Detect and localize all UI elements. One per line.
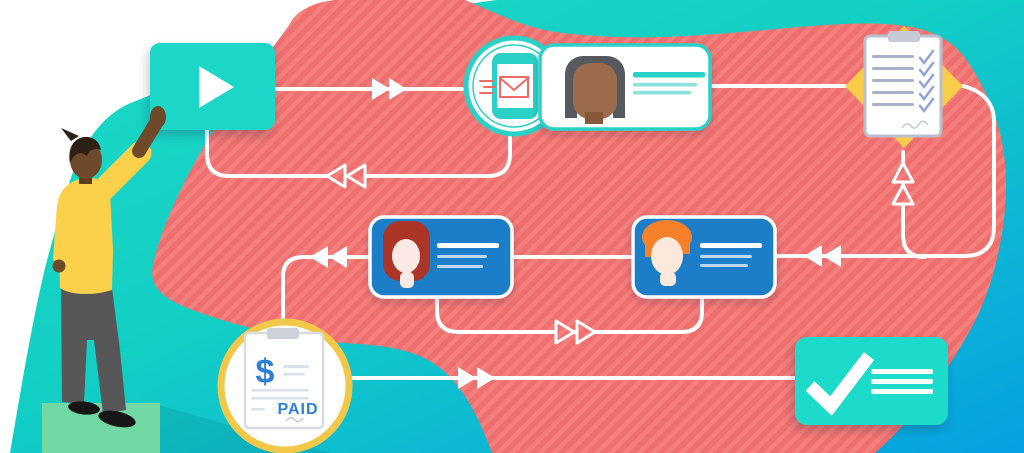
- contact-a-text-lines: [633, 72, 705, 95]
- person-raised-arm-sleeve: [88, 141, 152, 205]
- done-text-lines: [871, 369, 933, 394]
- person-shoe: [98, 410, 136, 428]
- node-done: [795, 337, 948, 425]
- checkmark-icon: [805, 352, 875, 416]
- arrow-left-icon: [329, 246, 347, 268]
- invoice-clipboard-icon: $ PAID: [243, 328, 325, 430]
- arrow-right-icon: [389, 78, 407, 100]
- play-icon: [199, 66, 234, 108]
- arrow-right-icon: [477, 367, 495, 389]
- arrow-up-outline-icon: [891, 161, 915, 184]
- edge-approval-to-contact-b: [775, 84, 996, 258]
- avatar-gray-hair-man: [565, 56, 625, 124]
- hollow-arrowheads: [325, 161, 915, 345]
- node-contact-b: [631, 215, 777, 299]
- arrow-right-icon: [458, 367, 476, 389]
- pedestal: [42, 403, 160, 453]
- signature-squiggle: [901, 120, 929, 129]
- person-left-hand: [52, 259, 66, 273]
- arrow-left-icon: [310, 246, 328, 268]
- node-start: [150, 43, 275, 130]
- dollar-sign: $: [256, 353, 275, 391]
- avatar-orange-hair-man: [642, 220, 692, 286]
- arrow-left-icon: [804, 245, 822, 267]
- email-icon: [479, 76, 529, 98]
- person-hand: [150, 106, 166, 128]
- invoice-lines: [251, 365, 309, 411]
- arrow-right-icon: [372, 78, 390, 100]
- arrow-left-outline-icon: [345, 163, 367, 189]
- person-shoe: [68, 401, 100, 415]
- arrow-right-outline-icon: [575, 319, 597, 345]
- edge-branch-up-to-approval: [901, 150, 927, 259]
- node-contact-a: [538, 43, 712, 131]
- arrow-right-outline-icon: [554, 319, 576, 345]
- person-forearm: [132, 116, 163, 158]
- solid-arrowheads: [310, 78, 841, 389]
- paid-label: PAID: [277, 401, 318, 418]
- node-invoice: $ PAID: [217, 318, 353, 453]
- person-figure: [52, 106, 166, 428]
- checklist-lines: [872, 55, 914, 106]
- contact-b-text-lines: [700, 243, 762, 267]
- arrow-left-outline-icon: [325, 163, 347, 189]
- person-pants: [61, 286, 126, 414]
- arrow-up-outline-icon: [891, 183, 915, 206]
- signature-squiggle: [285, 417, 304, 423]
- person-hair: [69, 136, 101, 163]
- avatar-red-hair-woman: [383, 221, 430, 288]
- node-approval: [845, 26, 963, 148]
- arrow-left-icon: [823, 245, 841, 267]
- person-left-arm: [53, 200, 69, 264]
- checklist-checkmarks: [918, 49, 935, 114]
- checklist-clipboard-icon: [863, 31, 943, 138]
- edge-contact-c-to-invoice: [281, 255, 372, 326]
- person-hair-tuft: [61, 128, 79, 141]
- person-shirt: [58, 177, 113, 295]
- node-send-message: [463, 35, 565, 137]
- node-contact-c: [368, 215, 514, 299]
- contact-c-text-lines: [437, 243, 499, 268]
- pink-striped-blob: [152, 0, 1007, 453]
